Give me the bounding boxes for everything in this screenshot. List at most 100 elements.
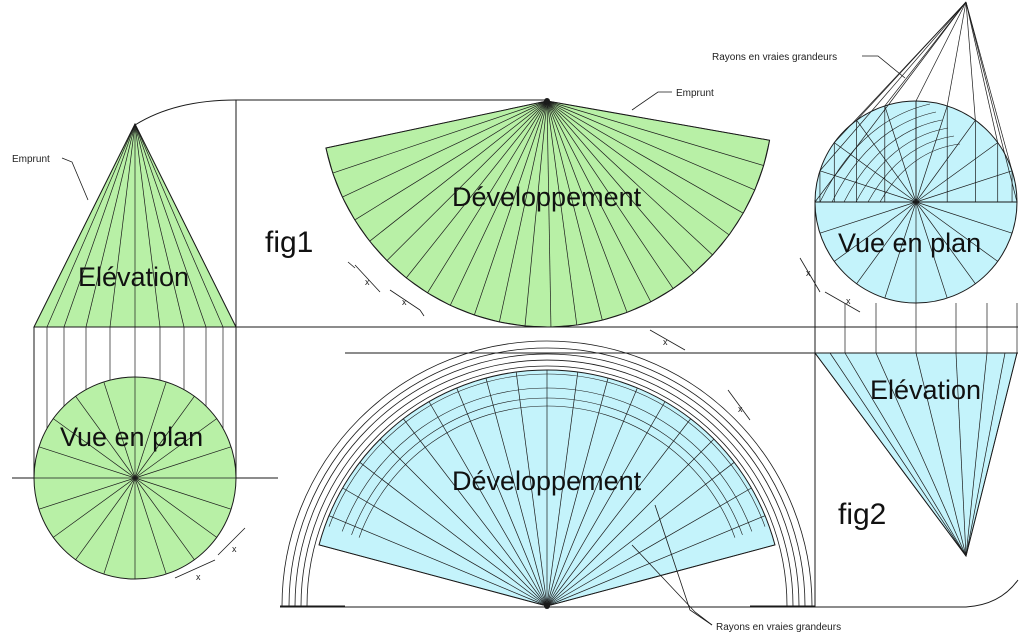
development-ray: [546, 387, 638, 607]
development-chord: [474, 314, 500, 323]
true-length-ray: [946, 1, 967, 107]
true-length-ray: [965, 1, 1013, 171]
fig2-rays-top: Rayons en vraies grandeurs: [712, 52, 837, 63]
plan-radius: [856, 201, 917, 284]
fig1-elevation-label: Elévation: [78, 262, 189, 292]
plan-radius: [915, 201, 976, 284]
plan-radius: [834, 201, 917, 262]
development-ray: [546, 100, 730, 236]
development-chord: [626, 301, 651, 313]
development-chord: [672, 272, 694, 289]
plan-radius: [75, 396, 136, 479]
development-ray: [546, 100, 552, 327]
plan-radius: [53, 477, 136, 538]
plan-radius: [38, 477, 136, 510]
development-ray: [546, 100, 755, 191]
development-ray: [524, 100, 548, 326]
plan-radius: [53, 418, 136, 479]
fig2-plan-view: [814, 1, 1018, 353]
leader-lines: [61, 55, 906, 626]
development-chord: [499, 321, 526, 327]
fig1-plan-label: Vue en plan: [60, 422, 203, 452]
development-ray: [546, 100, 713, 256]
cone-generatrix: [46, 123, 136, 328]
development-ray: [546, 100, 578, 326]
fig1-emprunt-top: Emprunt: [676, 88, 714, 99]
true-length-arc: [867, 135, 955, 203]
plan-radius: [915, 201, 1013, 234]
dim-x-4: x: [232, 544, 237, 554]
development-ray: [546, 100, 603, 321]
development-chord: [728, 212, 744, 236]
true-length-arc: [855, 127, 949, 203]
development-ray: [456, 387, 548, 607]
development-ray: [546, 487, 752, 607]
development-ray: [342, 100, 548, 198]
fig2-label: fig2: [838, 498, 886, 531]
development-ray: [342, 487, 548, 607]
dim-x-6: x: [738, 404, 743, 414]
development-chord: [332, 172, 343, 198]
plan-radius: [884, 105, 917, 203]
true-length-ray: [814, 1, 967, 203]
cone-generatrix: [134, 123, 185, 328]
development-ray: [369, 100, 548, 242]
plan-radius: [103, 477, 136, 575]
cone-generatrix: [955, 352, 967, 557]
cone-generatrix: [844, 352, 967, 557]
development-chord: [693, 254, 713, 274]
development-chord: [354, 219, 371, 242]
plan-radius: [134, 477, 195, 560]
fig2-development: [280, 340, 815, 609]
plan-radius: [134, 477, 217, 538]
development-ray: [386, 100, 548, 261]
fig2-rays-bottom: Rayons en vraies grandeurs: [716, 622, 841, 633]
true-length-ray: [965, 1, 1018, 203]
cone-generatrix: [829, 352, 967, 557]
plan-radius: [134, 477, 232, 510]
cone-generatrix: [814, 352, 967, 557]
true-length-ray: [819, 1, 967, 172]
development-chord: [763, 140, 770, 166]
plan-radius: [819, 170, 917, 203]
true-length-ray: [856, 1, 967, 121]
plan-radius: [103, 381, 136, 479]
dim-x-8: x: [846, 296, 851, 306]
fig1-elevation: [33, 122, 237, 478]
development-ray: [546, 462, 735, 607]
fig2-plan-label: Vue en plan: [838, 228, 981, 258]
development-chord: [427, 292, 451, 306]
development-chord: [406, 277, 428, 294]
development-ray: [546, 100, 764, 166]
development-ray: [546, 515, 766, 607]
cone-generatrix: [965, 352, 988, 557]
development-chord: [369, 240, 388, 261]
development-ray: [515, 371, 548, 607]
plan-radius: [38, 446, 136, 479]
dim-x-3: x: [196, 572, 201, 582]
cone-generatrix: [965, 352, 1006, 557]
plan-radius: [915, 105, 948, 203]
true-length-ray: [915, 1, 967, 102]
true-length-arc: [819, 103, 931, 203]
plan-radius: [134, 477, 167, 575]
plan-radius: [915, 120, 976, 203]
development-ray: [403, 418, 548, 607]
development-chord: [650, 288, 674, 303]
fig1-emprunt-left: Emprunt: [12, 154, 50, 165]
development-apex: [544, 603, 550, 609]
development-chord: [325, 147, 334, 174]
plan-radius: [134, 418, 217, 479]
development-chord: [742, 189, 756, 214]
cone-generatrix: [109, 123, 136, 328]
development-ray: [546, 438, 715, 607]
dim-x-1: x: [365, 277, 370, 287]
development-chord: [602, 312, 628, 321]
cone-generatrix: [875, 352, 967, 557]
development-ray: [318, 544, 548, 607]
plan-radius: [819, 201, 917, 234]
development-chord: [712, 234, 730, 256]
cone-generatrix: [965, 352, 1018, 557]
true-length-arc: [879, 143, 961, 203]
